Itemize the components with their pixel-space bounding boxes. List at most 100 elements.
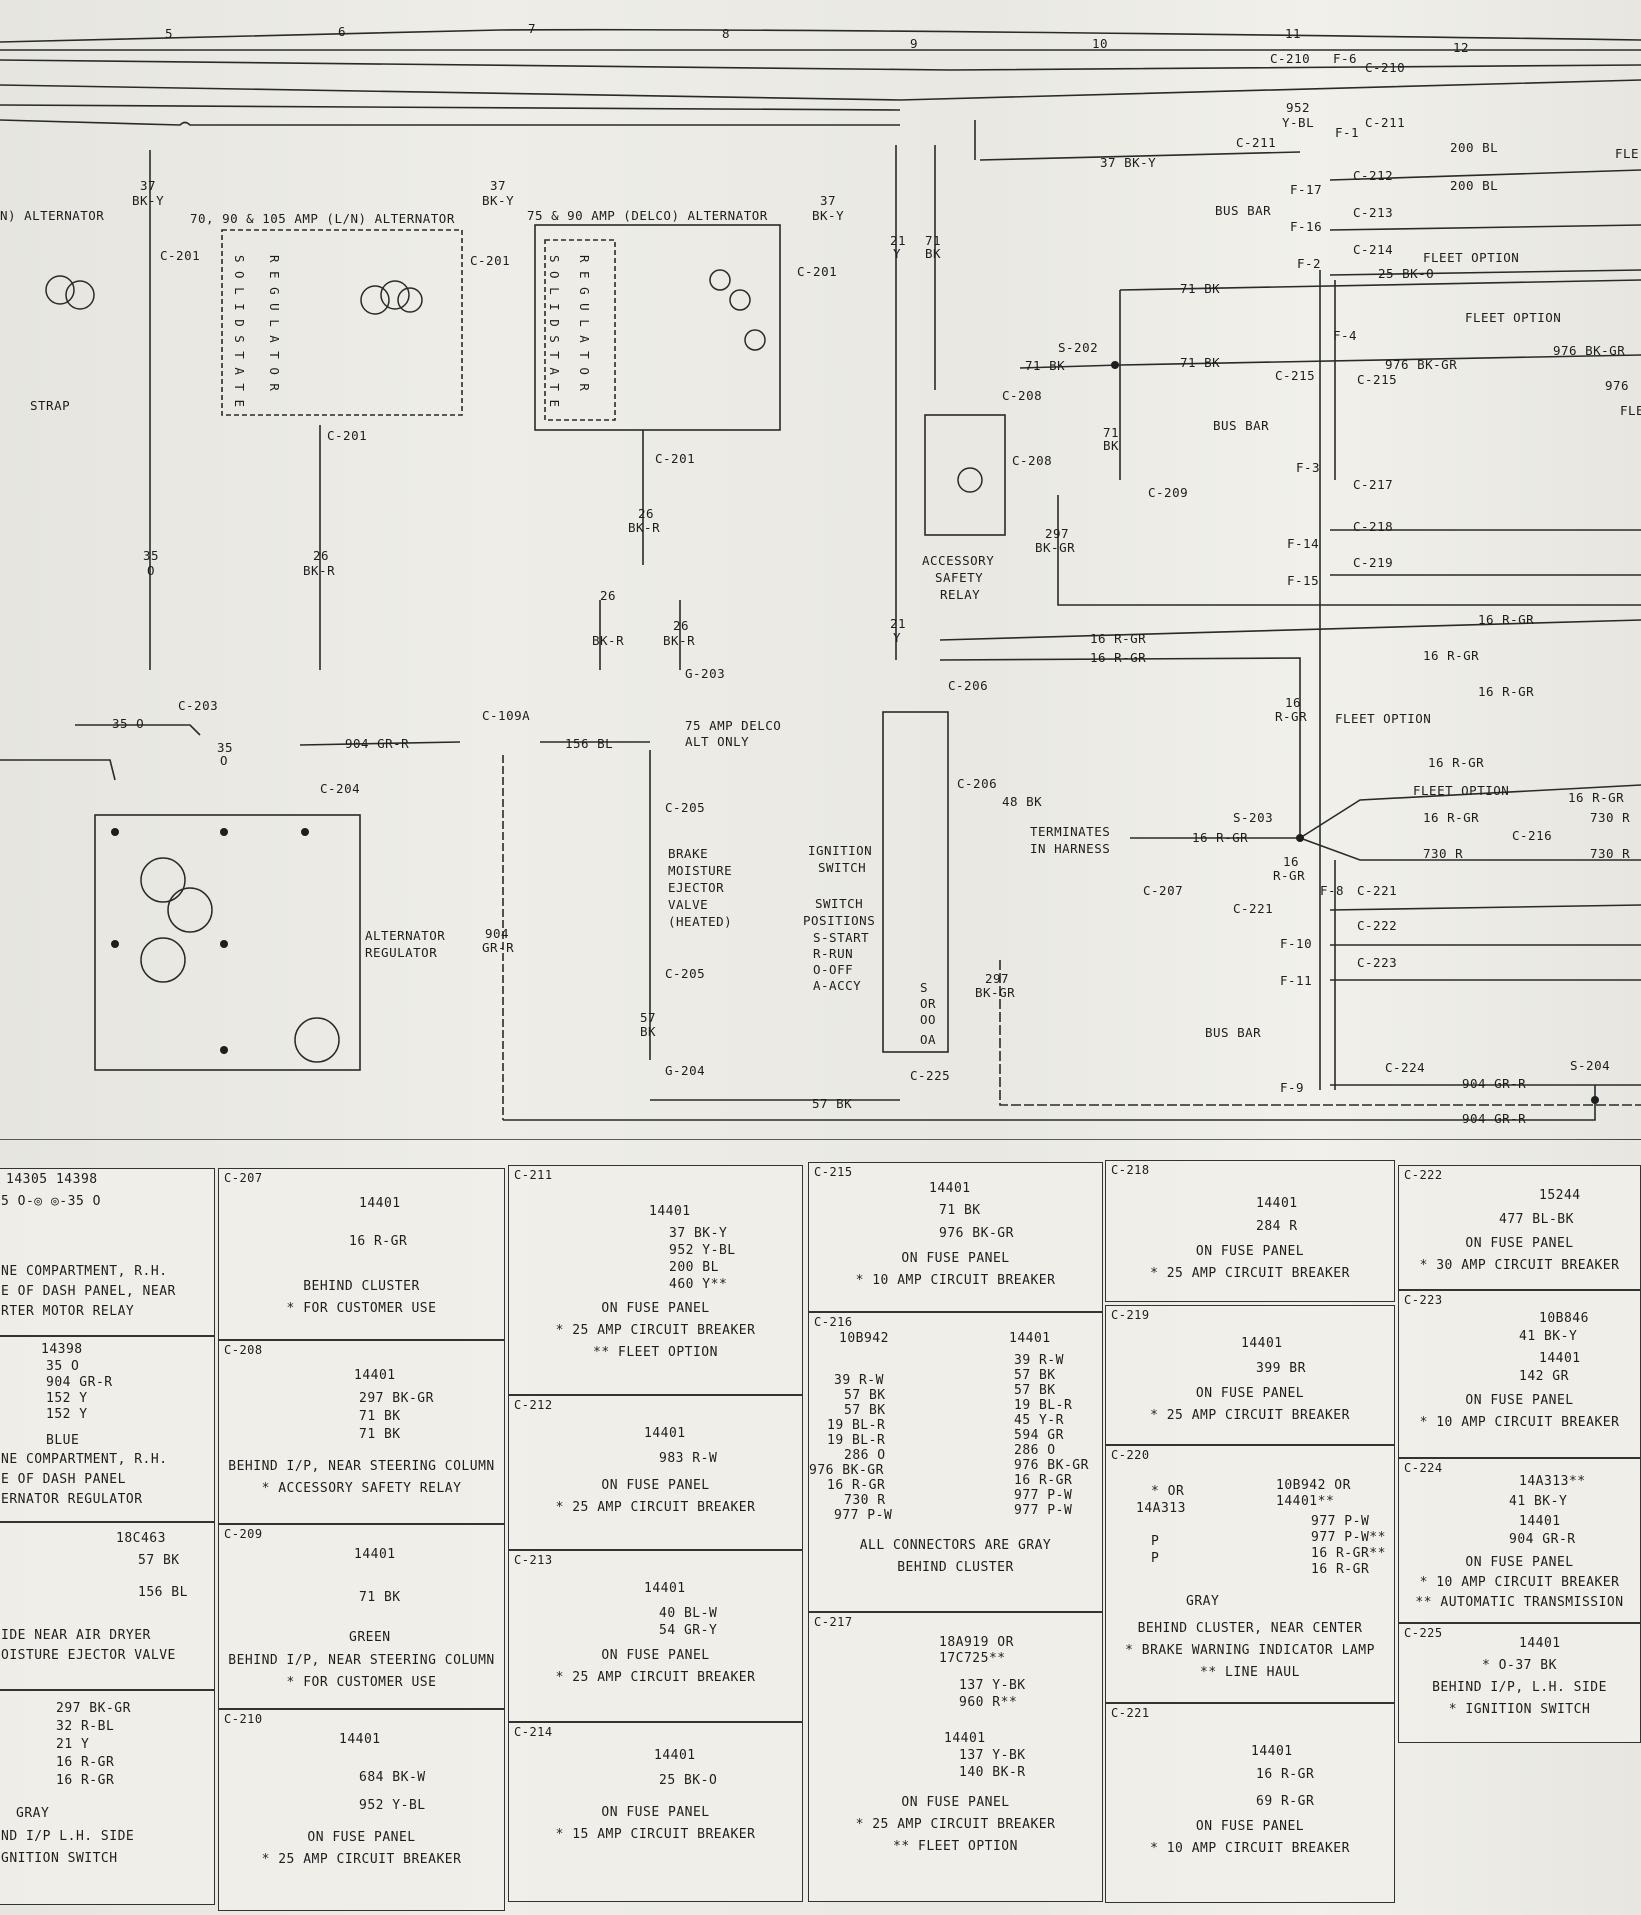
- panel-line: 904 GR-R: [1509, 1532, 1576, 1547]
- panel-line: 137 Y-BK: [959, 1678, 1026, 1693]
- fuse-f15: F-15: [1287, 573, 1319, 588]
- wire-71bk-a: 71 BK: [1180, 281, 1220, 296]
- switch-pos-5: O-OFF: [813, 962, 853, 977]
- wire-57: 57: [640, 1010, 656, 1025]
- right-pin: 57 BK: [1014, 1383, 1056, 1398]
- panel-line: 25 BK-O: [659, 1773, 718, 1788]
- panel-line: ON FUSE PANEL: [601, 1805, 710, 1820]
- part-number: 14401: [1251, 1744, 1293, 1759]
- panel-line: 142 GR: [1519, 1369, 1569, 1384]
- ignition-1: IGNITION: [808, 843, 872, 858]
- panel-id: C-211: [514, 1168, 553, 1182]
- panel-line: ON FUSE PANEL: [1465, 1555, 1574, 1570]
- conn-c210-a: C-210: [1270, 51, 1310, 66]
- panel-line: 69 R-GR: [1256, 1794, 1315, 1809]
- conn-c221-a: C-221: [1357, 883, 1397, 898]
- panel-line: * 25 AMP CIRCUIT BREAKER: [1150, 1266, 1350, 1281]
- right-pin: 57 BK: [1014, 1368, 1056, 1383]
- wire-16-c: 16 R-GR: [1478, 612, 1534, 627]
- part-number: 14401: [339, 1732, 381, 1747]
- wire-16-a: 16 R-GR: [1090, 631, 1146, 646]
- wire-bkr-a: BK-R: [628, 520, 660, 535]
- panel-line: ON FUSE PANEL: [601, 1301, 710, 1316]
- panel-line: 200 BL: [669, 1260, 719, 1275]
- conn-c207: C-207: [1143, 883, 1183, 898]
- bus-bar-b: BUS BAR: [1213, 418, 1269, 433]
- brake-3: EJECTOR: [668, 880, 724, 895]
- right-pin: 39 R-W: [1014, 1353, 1064, 1368]
- fuse-f11: F-11: [1280, 973, 1312, 988]
- switch-oa: OA: [920, 1032, 936, 1047]
- panel-id: C-210: [224, 1712, 263, 1726]
- part-number: 14401: [1256, 1196, 1298, 1211]
- wire-976-b: 976 BK-GR: [1553, 343, 1625, 358]
- conn-c204: C-204: [320, 781, 360, 796]
- panel-ignition: 297 BK-GR 32 R-BL 21 Y 16 R-GR 16 R-GR G…: [0, 1690, 215, 1905]
- part-number: 14401: [354, 1547, 396, 1562]
- delco-note-2: ALT ONLY: [685, 734, 749, 749]
- wire-200bl-a: 200 BL: [1450, 140, 1498, 155]
- panel-line: 952 Y-BL: [669, 1243, 736, 1258]
- part-number: 10B942: [839, 1331, 889, 1346]
- wire-bkr-d: BK-R: [663, 633, 695, 648]
- wire-bkr-c: BK-R: [592, 633, 624, 648]
- conn-c208-b: C-208: [1012, 453, 1052, 468]
- wire-976-c: 976: [1605, 378, 1629, 393]
- panel-line: 976 BK-GR: [939, 1226, 1014, 1241]
- switch-or: OR: [920, 996, 936, 1011]
- panel-id: C-217: [814, 1615, 853, 1629]
- panel-line: * FOR CUSTOMER USE: [286, 1675, 437, 1690]
- wire-y-a: Y: [893, 246, 901, 261]
- wire-952: 952: [1286, 100, 1310, 115]
- panel-line: ON FUSE PANEL: [901, 1795, 1010, 1810]
- panel-c217: C-217 18A919 OR 17C725** 137 Y-BK 960 R*…: [808, 1612, 1103, 1902]
- wire-21-b: 21: [890, 616, 906, 631]
- panel-line: NE COMPARTMENT, R.H.: [1, 1264, 168, 1279]
- regulator-label: R E G U L A T O R: [267, 255, 282, 391]
- fuse-f4: F-4: [1333, 328, 1357, 343]
- switch-s: S: [920, 980, 928, 995]
- panel-line: 297 BK-GR: [359, 1391, 434, 1406]
- panel-line: ON FUSE PANEL: [1195, 1244, 1305, 1259]
- panel-line: P: [1151, 1534, 1160, 1549]
- panel-line: * 25 AMP CIRCUIT BREAKER: [261, 1852, 462, 1867]
- switch-pos-4: R-RUN: [813, 946, 853, 961]
- wire-35-b: 35: [217, 740, 233, 755]
- conn-c215-a: C-215: [1275, 368, 1315, 383]
- panel-c214: C-214 14401 25 BK-O ON FUSE PANEL * 15 A…: [508, 1722, 803, 1902]
- part-number: 14398: [41, 1342, 83, 1357]
- wire-16-d: 16 R-GR: [1423, 648, 1479, 663]
- panel-line: * 30 AMP CIRCUIT BREAKER: [1419, 1258, 1620, 1273]
- panel-line: GRAY: [16, 1806, 50, 1821]
- panel-line: * IGNITION SWITCH: [1448, 1702, 1591, 1717]
- panel-line: * OR: [1151, 1484, 1185, 1499]
- wire-16-i: 16 R-GR: [1423, 810, 1479, 825]
- grid-top-6: 6: [338, 24, 346, 39]
- panel-line: ** FLEET OPTION: [593, 1345, 718, 1360]
- panel-line: 16 R-GR: [349, 1234, 408, 1249]
- panel-line: NE COMPARTMENT, R.H.: [1, 1452, 168, 1467]
- panel-line: 71 BK: [359, 1427, 401, 1442]
- alt-ln-title: 70, 90 & 105 AMP (L/N) ALTERNATOR: [190, 211, 455, 226]
- right-pin: 45 Y-R: [1014, 1413, 1064, 1428]
- panel-id: C-222: [1404, 1168, 1443, 1182]
- fuse-f3: F-3: [1296, 460, 1320, 475]
- conn-c211-b: C-211: [1365, 115, 1405, 130]
- conn-c109a: C-109A: [482, 708, 530, 723]
- conn-c223: C-223: [1357, 955, 1397, 970]
- wire-16-g: 16 R-GR: [1428, 755, 1484, 770]
- panel-id: C-224: [1404, 1461, 1443, 1475]
- panel-id: C-219: [1111, 1308, 1150, 1322]
- panel-line: RTER MOTOR RELAY: [1, 1304, 135, 1319]
- conn-c206-a: C-206: [948, 678, 988, 693]
- panel-c216: C-216 10B942 14401 39 R-W 57 BK 57 BK 19…: [808, 1312, 1103, 1612]
- panel-c219: C-219 14401 399 BR ON FUSE PANEL * 25 AM…: [1105, 1305, 1395, 1445]
- panel-line: ON FUSE PANEL: [1465, 1393, 1574, 1408]
- ignition-2: SWITCH: [818, 860, 866, 875]
- panel-id: C-216: [814, 1315, 853, 1329]
- panel-line: 960 R**: [959, 1695, 1018, 1710]
- part-number-2: 14401: [1009, 1331, 1051, 1346]
- panel-line: 983 R-W: [659, 1451, 718, 1466]
- panel-line: ON FUSE PANEL: [307, 1830, 416, 1845]
